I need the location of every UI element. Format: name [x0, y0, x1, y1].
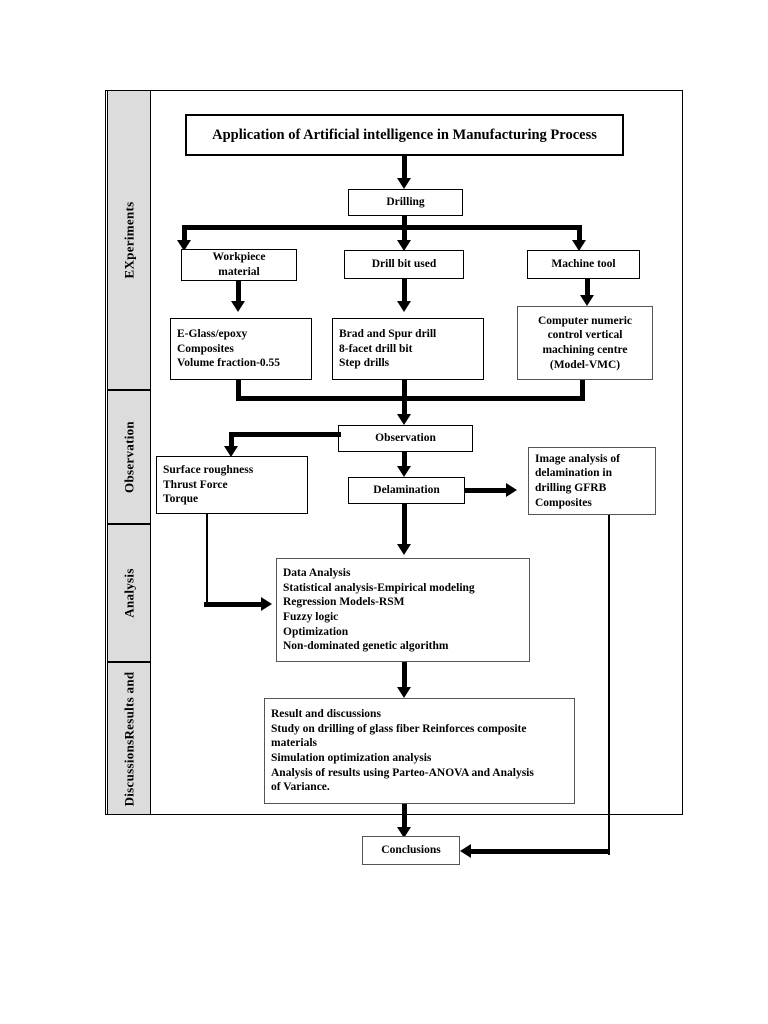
node-workpiece-material-text: Workpiece material: [212, 251, 266, 278]
node-drill-bit-detail-text: Brad and Spur drill 8-facet drill bit St…: [339, 327, 437, 370]
diagram-outer-frame: [105, 90, 683, 815]
connector-drillbit-to-detail: [402, 279, 407, 303]
phase-band-experiments: EXperiments: [107, 90, 151, 390]
node-image-analysis-text: Image analysis of delamination in drilli…: [535, 452, 620, 509]
arrowhead-bus-to-machinetool: [572, 240, 586, 251]
node-machine-tool-text: Machine tool: [551, 258, 616, 271]
connector-rail-to-conclusions: [471, 849, 610, 854]
arrowhead-rail-to-conclusions: [460, 844, 471, 858]
connector-machinetool-to-detail: [585, 279, 590, 297]
node-root-title: Application of Artificial intelligence i…: [185, 114, 624, 156]
node-conclusions: Conclusions: [362, 836, 460, 865]
arrowhead-delamination-to-imageanalysis: [506, 483, 517, 497]
arrowhead-bus-to-drillbit: [397, 240, 411, 251]
node-workpiece-material: Workpiece material: [181, 249, 297, 281]
node-surface-metrics-text: Surface roughness Thrust Force Torque: [163, 463, 254, 506]
arrowhead-root-to-drilling: [397, 178, 411, 189]
arrowhead-observation-to-delamination: [397, 466, 411, 477]
node-data-analysis: Data Analysis Statistical analysis-Empir…: [276, 558, 530, 662]
connector-merge-to-observation: [402, 380, 407, 416]
node-drill-bit-detail: Brad and Spur drill 8-facet drill bit St…: [332, 318, 484, 380]
node-observation: Observation: [338, 425, 473, 452]
arrowhead-metrics-to-data-analysis: [261, 597, 272, 611]
connector-observation-to-metrics-h: [229, 432, 341, 437]
connector-root-to-drilling: [402, 156, 407, 180]
connector-machine-detail-down: [580, 380, 585, 400]
connector-observation-to-delamination: [402, 452, 407, 468]
node-drill-bit-used: Drill bit used: [344, 250, 464, 279]
node-machine-detail: Computer numeric control vertical machin…: [517, 306, 653, 380]
arrowhead-merge-to-observation: [397, 414, 411, 425]
node-delamination: Delamination: [348, 477, 465, 504]
connector-bus-to-machinetool: [577, 225, 582, 243]
connector-workpiece-detail-down: [236, 380, 241, 400]
connector-results-to-conclusions: [402, 804, 407, 830]
node-drilling-text: Drilling: [386, 196, 425, 209]
node-drill-bit-used-text: Drill bit used: [371, 258, 437, 271]
connector-delamination-to-imageanalysis: [465, 488, 509, 493]
arrowhead-results-to-conclusions: [397, 827, 411, 838]
node-machine-tool: Machine tool: [527, 250, 640, 279]
connector-metrics-elbow-down: [206, 514, 208, 606]
connector-bus-to-drillbit: [402, 225, 407, 243]
arrowhead-machinetool-to-detail: [580, 295, 594, 306]
connector-delamination-to-data-analysis: [402, 504, 407, 546]
node-results-discussions: Result and discussions Study on drilling…: [264, 698, 575, 804]
arrowhead-workpiece-to-detail: [231, 301, 245, 312]
connector-workpiece-to-detail: [236, 281, 241, 303]
connector-bus-to-workpiece: [182, 225, 187, 243]
node-results-discussions-text: Result and discussions Study on drilling…: [271, 707, 534, 794]
connector-metrics-elbow-right: [204, 602, 263, 607]
phase-band-experiments-label: EXperiments: [121, 201, 137, 279]
node-observation-text: Observation: [375, 432, 436, 445]
connector-observation-to-metrics-v: [229, 432, 234, 448]
node-root-title-text: Application of Artificial intelligence i…: [212, 126, 597, 143]
arrowhead-delamination-to-data-analysis: [397, 544, 411, 555]
node-drilling: Drilling: [348, 189, 463, 216]
phase-band-observation: Observation: [107, 390, 151, 524]
arrowhead-observation-to-metrics: [224, 446, 238, 457]
node-image-analysis: Image analysis of delamination in drilli…: [528, 447, 656, 515]
connector-imageanalysis-rail-down: [608, 515, 610, 855]
phase-band-observation-label: Observation: [121, 421, 137, 493]
node-data-analysis-text: Data Analysis Statistical analysis-Empir…: [283, 566, 475, 653]
phase-band-analysis-label: Analysis: [121, 568, 137, 618]
node-delamination-text: Delamination: [373, 484, 440, 497]
phase-band-results-discussions-label: DiscussionsResults and: [121, 671, 137, 806]
phase-band-results-discussions: DiscussionsResults and: [107, 662, 151, 815]
arrowhead-data-analysis-to-results: [397, 687, 411, 698]
connector-drilling-stem: [402, 216, 407, 230]
node-conclusions-text: Conclusions: [381, 844, 441, 857]
node-machine-detail-text: Computer numeric control vertical machin…: [537, 314, 632, 371]
connector-drilling-bus: [182, 225, 582, 230]
node-surface-metrics: Surface roughness Thrust Force Torque: [156, 456, 308, 514]
phase-band-analysis: Analysis: [107, 524, 151, 662]
connector-merge-bus: [236, 396, 585, 401]
connector-data-analysis-to-results: [402, 662, 407, 690]
arrowhead-drillbit-to-detail: [397, 301, 411, 312]
arrowhead-bus-to-workpiece: [177, 240, 191, 251]
node-workpiece-detail-text: E-Glass/epoxy Composites Volume fraction…: [177, 327, 281, 370]
node-workpiece-detail: E-Glass/epoxy Composites Volume fraction…: [170, 318, 312, 380]
